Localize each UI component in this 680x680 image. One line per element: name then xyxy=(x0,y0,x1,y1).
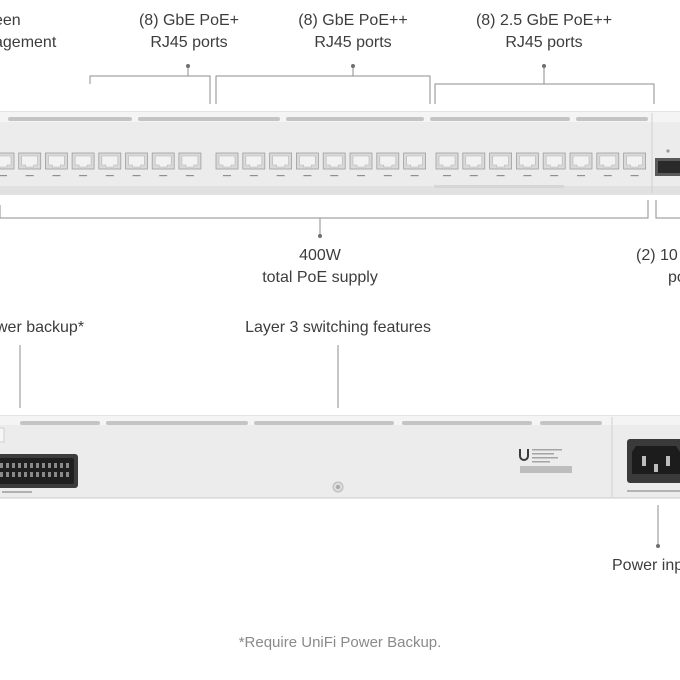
rj45-port-icon xyxy=(125,152,148,177)
rj45-port-icon xyxy=(349,152,373,177)
rj45-port-icon xyxy=(542,152,566,177)
callout-management-line1: een xyxy=(0,12,21,29)
callout-sfp-ports-line2: po xyxy=(668,269,680,286)
front-panel xyxy=(0,111,680,195)
rj45-port-icon xyxy=(178,152,202,177)
footnote: *Require UniFi Power Backup. xyxy=(238,634,442,651)
callout-layer3-line1: Layer 3 switching features xyxy=(245,319,431,336)
ubiquiti-logo xyxy=(519,449,529,461)
callout-gbe-poe-plus-line2: RJ45 ports xyxy=(150,34,228,51)
rj45-port-icon xyxy=(516,152,539,177)
rj45-port-icon xyxy=(71,152,95,177)
callout-poe-supply: 400W total PoE supply xyxy=(240,245,400,289)
callout-25gbe-poe-plusplus-line2: RJ45 ports xyxy=(505,34,583,51)
backup-connector-icon xyxy=(0,427,78,493)
callout-power-input: Power inp xyxy=(612,555,680,577)
callout-sfp-ports-line1: (2) 10 xyxy=(636,247,678,264)
rj45-port-icon xyxy=(403,152,427,177)
leader-lines xyxy=(0,66,680,546)
rj45-port-row xyxy=(0,152,646,177)
callout-25gbe-poe-plusplus-line1: (8) 2.5 GbE PoE++ xyxy=(475,12,613,29)
rj45-port-icon xyxy=(322,152,346,177)
sfp-port-icon xyxy=(655,149,680,176)
callout-gbe-poe-plusplus: (8) GbE PoE++ RJ45 ports xyxy=(286,10,420,54)
rj45-port-icon xyxy=(18,152,42,177)
rj45-port-icon xyxy=(45,152,68,177)
rj45-port-icon xyxy=(435,152,459,177)
rj45-port-icon xyxy=(242,152,266,177)
callout-poe-supply-line2: total PoE supply xyxy=(262,269,378,286)
callout-management-line2: agement xyxy=(0,34,57,51)
rj45-port-icon xyxy=(98,152,122,177)
callout-gbe-poe-plusplus-line1: (8) GbE PoE++ xyxy=(298,12,408,29)
callout-poe-supply-line1: 400W xyxy=(299,247,341,264)
rj45-port-icon xyxy=(0,152,15,177)
rear-panel xyxy=(0,415,680,499)
rj45-port-icon xyxy=(489,152,513,177)
rj45-port-icon xyxy=(596,152,620,177)
rj45-port-icon xyxy=(151,152,175,177)
rj45-port-icon xyxy=(269,152,293,177)
callout-gbe-poe-plus-line1: (8) GbE PoE+ xyxy=(138,12,240,29)
rj45-port-icon xyxy=(462,152,486,177)
callout-25gbe-poe-plusplus: (8) 2.5 GbE PoE++ RJ45 ports xyxy=(463,10,625,54)
rj45-port-icon xyxy=(376,152,400,177)
callout-management: een agement xyxy=(0,10,56,54)
callout-gbe-poe-plus: (8) GbE PoE+ RJ45 ports xyxy=(127,10,251,54)
callout-power-backup-line1: wer backup* xyxy=(0,319,85,336)
callout-sfp-ports: (2) 10 po xyxy=(636,245,680,289)
callout-power-input-line1: Power inp xyxy=(612,557,680,574)
callout-layer3: Layer 3 switching features xyxy=(226,317,450,339)
rj45-port-icon xyxy=(295,152,319,177)
callout-power-backup: wer backup* xyxy=(0,317,84,339)
power-inlet-icon xyxy=(627,439,680,483)
rj45-port-icon xyxy=(623,152,646,177)
callout-gbe-poe-plusplus-line2: RJ45 ports xyxy=(314,34,392,51)
rj45-port-icon xyxy=(215,152,239,177)
rj45-port-icon xyxy=(569,152,593,177)
